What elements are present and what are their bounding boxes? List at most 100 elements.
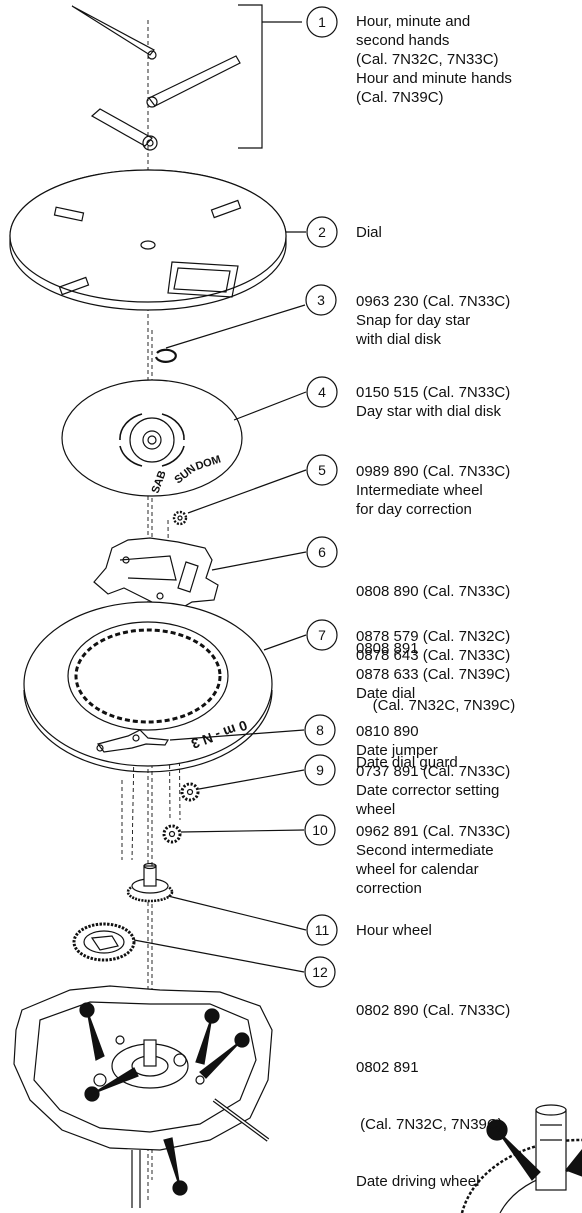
part-6-line-3: (Cal. 7N32C, 7N39C) [356, 697, 516, 714]
part-label-7: 0878 579 (Cal. 7N32C) 0878 643 (Cal. 7N3… [356, 627, 510, 703]
callout-9: 9 [304, 754, 336, 786]
callout-2-number: 2 [318, 224, 326, 240]
leader-9 [198, 769, 305, 790]
number-callouts: 1 2 3 4 5 6 7 8 9 10 11 12 [304, 6, 338, 988]
part-6-line-1: 0808 890 (Cal. 7N33C) [356, 583, 511, 600]
hour-hand [90, 108, 158, 151]
oil-markers [79, 1002, 250, 1196]
part-label-2: Dial [356, 223, 382, 242]
hands-bracket [238, 4, 263, 149]
part-9-line-2: Date corrector setting [356, 782, 500, 799]
part-6-line-4: Date dial guard [356, 754, 458, 771]
part-8-line-1: 0810 890 [356, 723, 419, 740]
part-8-line-2: Date jumper [356, 742, 438, 759]
part-3-line-1: 0963 230 (Cal. 7N33C) [356, 293, 511, 310]
part-label-1: Hour, minute and second hands (Cal. 7N32… [356, 12, 512, 107]
callout-2: 2 [306, 216, 338, 248]
date-driving-wheel [72, 922, 136, 962]
leader-7 [263, 634, 307, 651]
second-intermediate-wheel [162, 824, 182, 844]
leader-8 [169, 729, 305, 741]
part-label-12: 0802 890 (Cal. 7N33C) 0802 891 (Cal. 7N3… [356, 963, 510, 1210]
callout-7: 7 [306, 619, 338, 651]
part-7-line-4: Date dial [356, 685, 416, 702]
date-dial-guard [93, 537, 219, 611]
callout-9-number: 9 [316, 762, 324, 778]
leader-12 [133, 939, 305, 973]
part-label-3: 0963 230 (Cal. 7N33C) Snap for day star … [356, 292, 510, 349]
callout-6-number: 6 [318, 544, 326, 560]
dial [9, 169, 287, 311]
part-3-line-2: Snap for day star [356, 312, 471, 329]
date-jumper [96, 729, 170, 753]
part-10-line-4: correction [356, 880, 422, 897]
part-5-line-3: for day correction [356, 501, 472, 518]
snap-ring [154, 348, 177, 363]
part-1-line-2: second hands [356, 32, 450, 49]
minute-hand [146, 55, 241, 108]
part-1-line-1: Hour, minute and [356, 13, 471, 30]
part-3-line-3: with dial disk [356, 331, 442, 348]
leader-10 [180, 829, 305, 833]
callout-5-number: 5 [318, 462, 326, 478]
part-label-10: 0962 891 (Cal. 7N33C) Second intermediat… [356, 822, 510, 898]
part-10-line-3: wheel for calendar [356, 861, 479, 878]
leader-5 [187, 469, 307, 514]
part-10-line-1: 0962 891 (Cal. 7N33C) [356, 823, 511, 840]
part-4-line-1: 0150 515 (Cal. 7N33C) [356, 384, 511, 401]
part-5-line-2: Intermediate wheel [356, 482, 483, 499]
second-hand [71, 5, 157, 60]
intermediate-wheel-day [172, 510, 188, 526]
leader-4 [233, 391, 307, 421]
leader-6 [211, 551, 307, 571]
part-5-line-1: 0989 890 (Cal. 7N33C) [356, 463, 511, 480]
date-dial [23, 601, 273, 773]
part-1-line-4: Hour and minute hands [356, 70, 512, 87]
part-7-line-3: 0878 633 (Cal. 7N39C) [356, 666, 511, 683]
part-4-line-2: Day star with dial disk [356, 403, 502, 420]
leader-3 [165, 304, 306, 349]
part-12-line-4: Date driving wheel [356, 1173, 480, 1190]
part-6-line-2: 0808 891 [356, 640, 419, 657]
part-12-line-2: 0802 891 [356, 1059, 419, 1076]
part-label-5: 0989 890 (Cal. 7N33C) Intermediate wheel… [356, 462, 510, 519]
callout-1-number: 1 [318, 14, 326, 30]
callout-12-number: 12 [312, 964, 328, 980]
day-star-disk [61, 379, 243, 497]
movement-base [13, 985, 273, 1208]
callout-1: 1 [306, 6, 338, 38]
part-label-11: Hour wheel [356, 921, 432, 940]
callout-11-number: 11 [315, 922, 330, 938]
callout-3-number: 3 [317, 292, 325, 308]
callout-4-number: 4 [318, 384, 326, 400]
part-7-line-1: 0878 579 (Cal. 7N32C) [356, 628, 511, 645]
callout-6: 6 [306, 536, 338, 568]
part-9-line-3: wheel [356, 801, 396, 818]
callout-10-number: 10 [312, 822, 328, 838]
callout-4: 4 [306, 376, 338, 408]
part-1-line-5: (Cal. 7N39C) [356, 89, 444, 106]
part-label-4: 0150 515 (Cal. 7N33C) Day star with dial… [356, 383, 510, 421]
callout-7-number: 7 [318, 627, 326, 643]
part-9-line-1: 0737 891 (Cal. 7N33C) [356, 763, 511, 780]
date-corrector-setting-wheel [180, 782, 200, 802]
part-12-line-1: 0802 890 (Cal. 7N33C) [356, 1002, 511, 1019]
part-label-6: 0808 890 (Cal. 7N33C) 0808 891 (Cal. 7N3… [356, 544, 515, 791]
callout-11: 11 [306, 914, 338, 946]
detail-inset [460, 1104, 582, 1213]
part-1-line-3: (Cal. 7N32C, 7N33C) [356, 51, 499, 68]
part-11-line-1: Hour wheel [356, 922, 432, 939]
part-12-line-3: (Cal. 7N32C, 7N39C) [356, 1116, 503, 1133]
part-label-9: 0737 891 (Cal. 7N33C) Date corrector set… [356, 762, 510, 819]
callout-12: 12 [304, 956, 336, 988]
part-2-line-1: Dial [356, 224, 382, 241]
hour-wheel [126, 862, 174, 903]
callout-8: 8 [304, 714, 336, 746]
callout-5: 5 [306, 454, 338, 486]
part-10-line-2: Second intermediate [356, 842, 494, 859]
callout-3: 3 [305, 284, 337, 316]
part-label-8: 0810 890 Date jumper [356, 722, 438, 760]
part-7-line-2: 0878 643 (Cal. 7N33C) [356, 647, 511, 664]
callout-10: 10 [304, 814, 336, 846]
